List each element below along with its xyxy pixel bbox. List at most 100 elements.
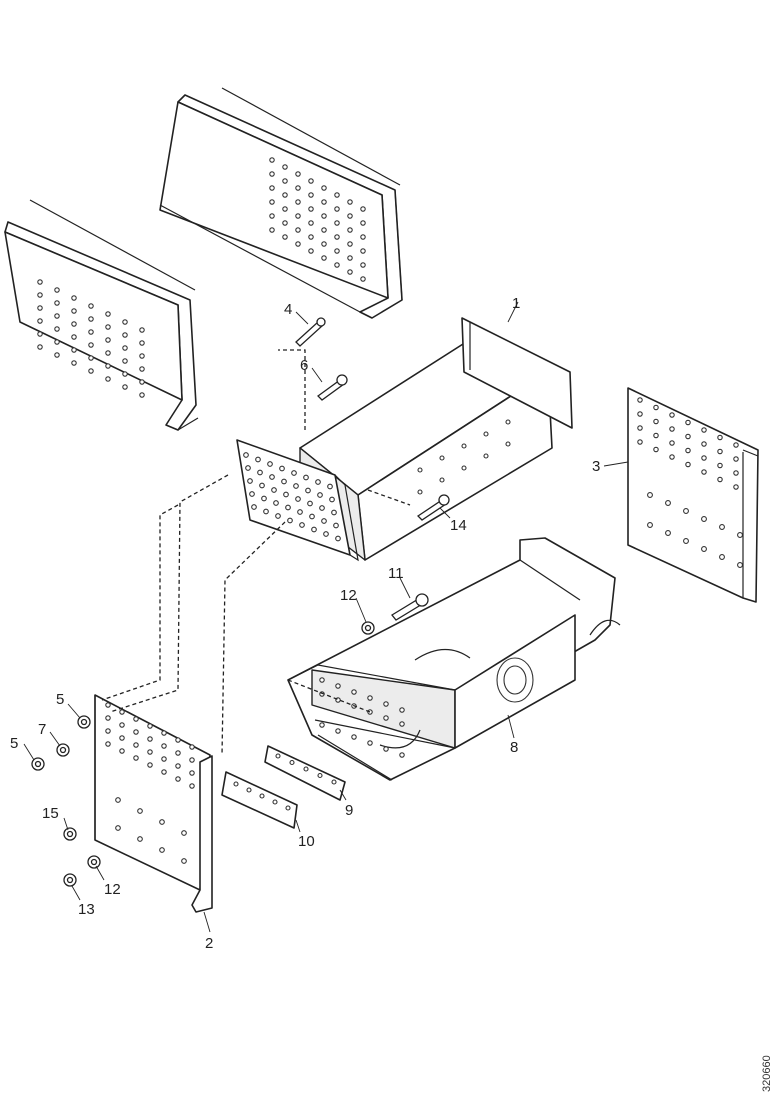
bolt-hole	[399, 752, 405, 758]
bolt-hole	[323, 531, 329, 537]
bolt-hole	[311, 526, 317, 533]
bolt-hole	[669, 440, 675, 446]
bolt-hole	[251, 504, 257, 510]
bolt-hole	[334, 206, 340, 212]
bolt-hole	[37, 318, 43, 324]
bolt-hole	[347, 255, 353, 261]
bolt-hole	[122, 332, 128, 338]
bolt-hole	[701, 427, 707, 433]
bolt-hole	[669, 426, 675, 432]
bolt-hole	[317, 492, 323, 498]
bolt-hole	[233, 781, 239, 787]
bolt-hole	[275, 513, 281, 519]
bolt-hole	[321, 518, 327, 524]
callout-6: 6	[300, 357, 308, 374]
bolt-hole	[321, 185, 327, 191]
bolt-hole	[282, 178, 288, 184]
callout-5-lower: 5	[10, 735, 18, 752]
bolt-hole	[161, 756, 167, 762]
washer-7	[56, 743, 70, 757]
callout-2: 2	[205, 935, 213, 952]
bolt-hole	[245, 465, 251, 471]
bolt-hole	[303, 474, 309, 481]
bolt-hole	[54, 352, 60, 358]
bolt-hole	[289, 759, 295, 766]
bolt-hole	[317, 772, 323, 779]
bolt-hole	[295, 496, 301, 502]
bolt-hole	[269, 171, 275, 177]
bolt-hole	[335, 728, 341, 734]
bolt-hole	[319, 722, 325, 728]
bolt-hole	[321, 213, 327, 219]
bolt-hole	[88, 355, 94, 361]
bolt-hole	[321, 199, 327, 205]
bolt-hole	[307, 500, 313, 507]
bolt-hole	[71, 334, 77, 340]
nut-5-upper	[77, 715, 91, 729]
bolt-hole	[88, 329, 94, 335]
bolt-hole	[297, 509, 303, 515]
bolt-hole	[255, 456, 261, 463]
bolt-hole	[261, 495, 267, 502]
bolt-hole	[295, 185, 301, 191]
bolt-6	[317, 374, 348, 401]
bolt-hole	[637, 411, 643, 417]
mounting-plate-holes	[105, 702, 195, 864]
bolt-hole	[308, 178, 314, 184]
bolt-hole	[399, 707, 405, 713]
side-plate	[627, 387, 759, 603]
bolt-hole	[719, 524, 725, 530]
bolt-hole	[257, 469, 263, 476]
bolt-hole	[147, 736, 153, 742]
bolt-hole	[175, 763, 181, 769]
mounting-bracket	[287, 537, 621, 781]
bolt-hole	[308, 206, 314, 212]
bolt-hole	[505, 419, 511, 425]
bolt-hole	[37, 344, 43, 350]
bolt-hole	[295, 171, 301, 177]
bolt-hole	[189, 770, 195, 776]
bolt-hole	[122, 371, 128, 377]
bolt-hole	[360, 248, 366, 254]
bolt-hole	[717, 476, 723, 483]
bolt-hole	[383, 701, 389, 707]
bolt-hole	[701, 469, 707, 475]
frame-rail-rear-holes	[269, 157, 366, 282]
assembly-lines	[101, 349, 411, 756]
bolt-hole	[347, 199, 353, 205]
bolt-hole	[133, 755, 139, 761]
bolt-hole	[308, 234, 314, 240]
washer-12-lower	[87, 855, 101, 869]
bolt-hole	[285, 504, 291, 511]
bolt-hole	[331, 779, 337, 785]
shim-plate-lower	[221, 771, 298, 829]
bolt-hole	[54, 326, 60, 332]
bolt-hole	[733, 456, 739, 462]
bolt-hole	[147, 762, 153, 768]
bolt-hole	[329, 496, 335, 503]
bolt-hole	[685, 433, 691, 440]
bolt-hole	[334, 262, 340, 268]
bolt-hole	[181, 858, 187, 864]
bolt-hole	[647, 492, 653, 498]
bolt-hole	[259, 482, 265, 489]
callout-14: 14	[450, 517, 467, 534]
bolt-hole	[309, 513, 315, 520]
bolt-hole	[273, 500, 279, 506]
bolt-hole	[189, 744, 195, 750]
bolt-hole	[285, 805, 291, 811]
bolt-hole	[139, 340, 145, 346]
bolt-hole	[159, 819, 165, 825]
bolt-hole	[139, 327, 145, 333]
bolt-hole	[683, 508, 689, 514]
bolt-hole	[71, 360, 77, 366]
bolt-hole	[291, 470, 297, 476]
bolt-hole	[122, 384, 128, 390]
bolt-hole	[360, 262, 366, 268]
bolt-hole	[308, 248, 314, 254]
callout-4: 4	[284, 301, 292, 318]
bolt-hole	[335, 535, 341, 542]
frame-rail-front-holes	[37, 279, 145, 398]
bolt-hole	[360, 276, 366, 282]
bolt-hole	[133, 729, 139, 735]
